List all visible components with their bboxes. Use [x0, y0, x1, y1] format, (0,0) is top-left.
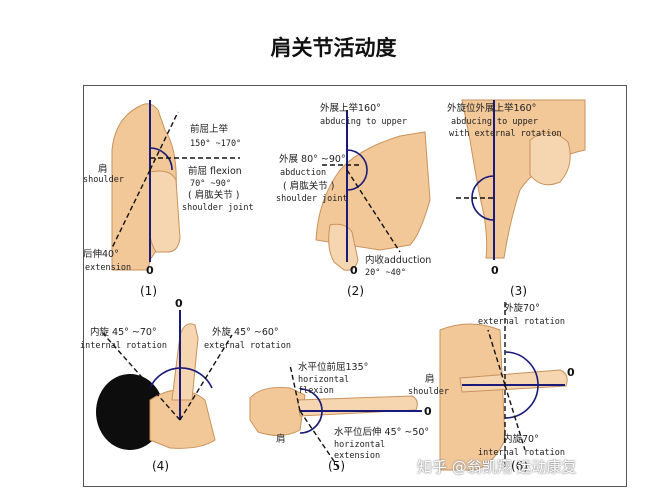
p6-zero: 0: [567, 366, 575, 379]
p3-label-en2: with external rotation: [449, 129, 562, 139]
p1-extension-line: [111, 169, 151, 249]
p2-abduction-cn: 外展 80° ~90°: [279, 153, 346, 165]
p5-hext-arc: [299, 410, 323, 434]
p2-abduction-en: abduction: [280, 168, 326, 178]
p6-internal-line: [504, 384, 526, 451]
p2-adduction-range: 20° ~40°: [365, 268, 406, 278]
p6-shoulder-cn: 肩: [425, 373, 435, 385]
p4-number: (4): [152, 459, 169, 473]
p1-flexion-sub-range: 70° ~90°: [190, 179, 231, 189]
p3-zero: 0: [491, 264, 499, 277]
p2-abduct-up-en: abducing to upper: [320, 117, 407, 127]
p4-internal-en: internal rotation: [80, 341, 167, 351]
p2-adduction-line: [346, 169, 401, 253]
panel-4: 0 内旋 45° ~70° internal rotation 外旋 45° ~…: [80, 297, 291, 473]
p6-shoulder-en: shoulder: [408, 387, 449, 397]
panel-2: 外展上举160° abducing to upper 外展 80° ~90° a…: [276, 102, 431, 298]
p4-forearm-figure: [171, 323, 199, 401]
p6-external-line: [487, 329, 506, 386]
p1-zero: 0: [146, 264, 154, 277]
p5-zero: 0: [424, 405, 432, 418]
p2-arm-figure: [328, 223, 359, 271]
panel-6: 外旋70° external rotation 0 肩 shoulder 内旋7…: [408, 302, 575, 473]
p5-hext-cn: 水平位后伸 45° ~50°: [334, 426, 429, 438]
p6-internal-en: internal rotation: [478, 448, 565, 458]
p2-joint-cn: ( 肩肱关节 ): [283, 180, 334, 192]
p6-external-en: external rotation: [478, 317, 565, 327]
p4-head-figure: [96, 374, 164, 450]
p2-abduct-up-cn: 外展上举160°: [320, 102, 381, 114]
p5-hext-en1: horizontal: [334, 440, 385, 450]
watermark: 知乎 @翁凯翔 运动康复: [417, 458, 577, 476]
p3-label-en1: abducing to upper: [451, 117, 538, 127]
p5-hflex-cn: 水平位前屈135°: [298, 361, 368, 373]
page-title: 肩关节活动度: [270, 36, 397, 60]
p5-hext-en2: extension: [334, 451, 380, 461]
p2-torso-figure: [315, 131, 431, 251]
p1-shoulder-cn: 肩: [98, 163, 108, 175]
p1-extension-cn: 后伸40°: [83, 248, 119, 260]
p1-flexion-range: 150° ~170°: [190, 139, 241, 149]
p6-number: (6): [511, 459, 528, 473]
p2-joint-en: shoulder joint: [276, 194, 348, 204]
p2-number: (2): [347, 284, 364, 298]
p1-flexion-line: [149, 111, 179, 171]
p1-flexion-sub-cn: 前屈 flexion: [188, 165, 242, 177]
p5-torso-figure: [249, 387, 306, 436]
p5-hflex-en2: flexion: [298, 386, 334, 396]
p1-number: (1): [140, 284, 157, 298]
p4-internal-line: [99, 329, 181, 421]
p3-label-cn: 外旋位外展上举160°: [447, 102, 536, 114]
p1-joint-cn: ( 肩肱关节 ): [188, 189, 239, 201]
p4-external-en: external rotation: [204, 341, 291, 351]
p6-external-arc: [504, 351, 539, 386]
p4-external-line: [179, 334, 233, 421]
p1-arm-figure: [149, 170, 181, 253]
p5-number: (5): [328, 459, 345, 473]
p3-number: (3): [510, 284, 527, 298]
p2-adduction-cn: 内收adduction: [365, 254, 431, 266]
p4-external-cn: 外旋 45° ~60°: [212, 326, 279, 338]
p4-rotation-arc: [149, 367, 213, 389]
panel-5: 0 水平位前屈135° horizontal flexion 水平位后伸 45°…: [249, 361, 432, 473]
p1-flexion-arc: [149, 147, 173, 171]
panel-3: 外旋位外展上举160° abducing to upper with exter…: [447, 99, 586, 298]
p2-abduction-arc: [346, 149, 368, 191]
p3-head-figure: [529, 132, 571, 186]
p5-hflex-en1: horizontal: [298, 375, 349, 385]
p5-arm-figure: [297, 395, 418, 417]
p1-flexion-cn: 前屈上举: [190, 123, 229, 135]
p5-hext-line: [299, 410, 341, 471]
p6-internal-arc: [504, 384, 539, 419]
p1-shoulder-en: shoulder: [83, 175, 124, 185]
p4-zero: 0: [175, 297, 183, 310]
p1-joint-en: shoulder joint: [182, 203, 254, 213]
p2-zero: 0: [350, 264, 358, 277]
panel-1: 前屈上举 150° ~170° 前屈 flexion 70° ~90° ( 肩肱…: [83, 100, 254, 298]
p1-extension-en: extension: [85, 263, 131, 273]
p6-internal-cn: 内旋70°: [503, 433, 539, 445]
p5-hflex-arc: [299, 388, 323, 412]
p6-arm-figure: [459, 369, 568, 393]
p5-shoulder-cn: 肩: [276, 433, 286, 445]
p4-internal-cn: 内旋 45° ~70°: [90, 326, 157, 338]
p6-external-cn: 外旋70°: [504, 302, 540, 314]
